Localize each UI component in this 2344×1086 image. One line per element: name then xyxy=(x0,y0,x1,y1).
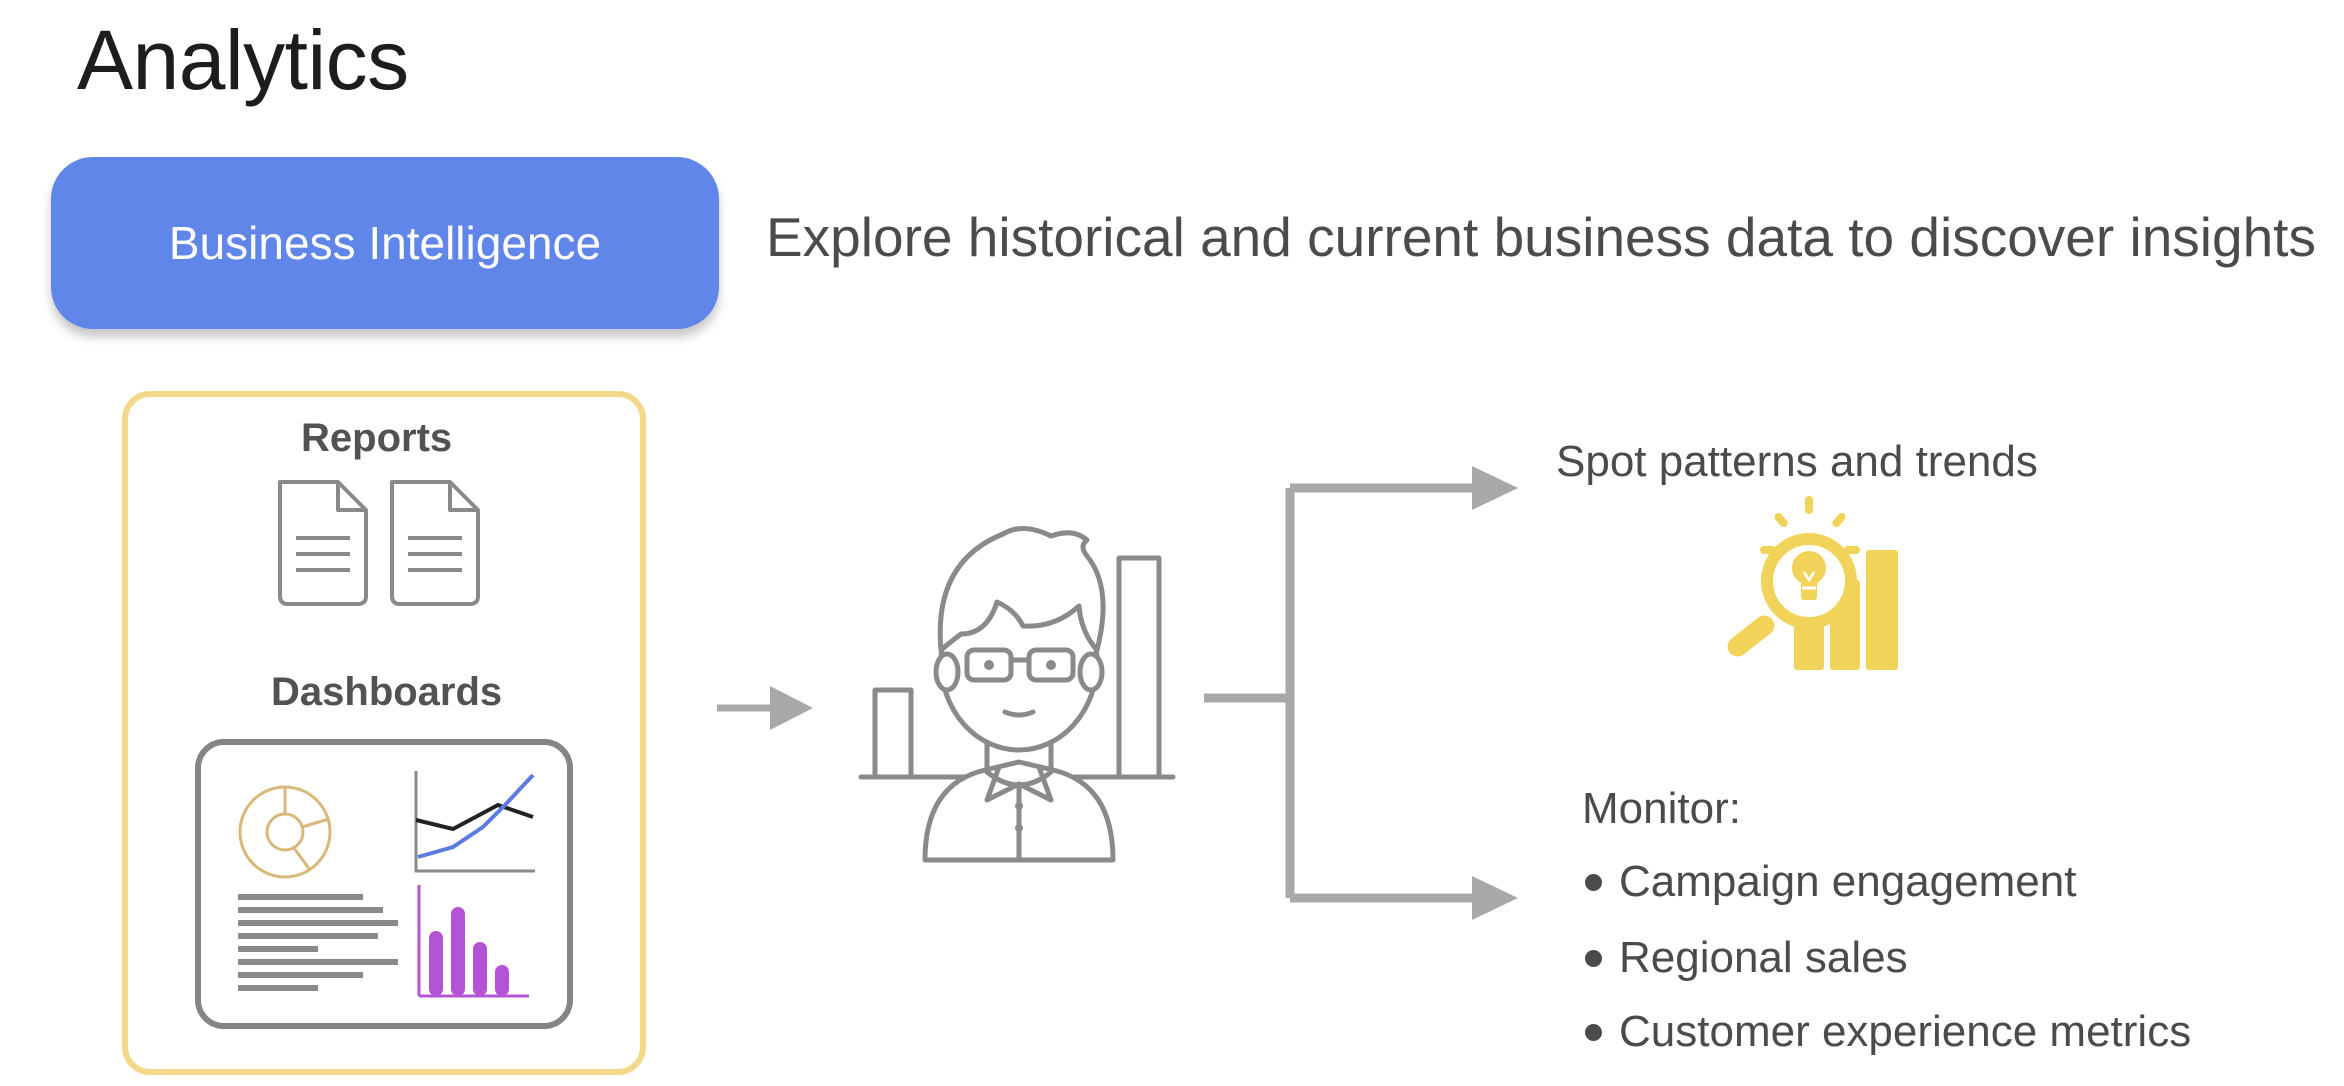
output-arrows xyxy=(1204,466,1518,920)
lightbulb-insight-icon xyxy=(1727,496,1898,670)
business-intelligence-pill: Business Intelligence xyxy=(51,157,719,329)
bullet-icon xyxy=(1585,1023,1602,1041)
page-title: Analytics xyxy=(77,13,409,107)
text-lines-icon xyxy=(238,894,398,991)
line-chart-icon xyxy=(414,771,535,873)
arrow-head-upper xyxy=(1472,466,1518,510)
bi-description: Explore historical and current business … xyxy=(766,206,2316,268)
arrow-head-lower xyxy=(1472,876,1518,920)
bar-chart-icon xyxy=(417,885,529,998)
bullet-icon xyxy=(1585,873,1602,891)
monitor-item-label: Customer experience metrics xyxy=(1619,1007,2192,1056)
list-item: Customer experience metrics xyxy=(1582,1010,2191,1054)
monitor-label: Monitor: xyxy=(1582,784,1741,833)
donut-chart-icon xyxy=(238,785,332,879)
dashboards-label: Dashboards xyxy=(271,670,503,714)
document-icon xyxy=(390,480,480,606)
input-arrow xyxy=(717,686,813,730)
monitor-item-label: Campaign engagement xyxy=(1619,857,2077,906)
reports-label: Reports xyxy=(301,416,453,460)
document-icon xyxy=(278,480,368,606)
analyst-person-icon xyxy=(858,526,1176,863)
bullet-icon xyxy=(1585,949,1602,967)
business-intelligence-label: Business Intelligence xyxy=(168,217,602,269)
list-item: Regional sales xyxy=(1582,936,1908,980)
list-item: Campaign engagement xyxy=(1582,860,2076,904)
monitor-item-label: Regional sales xyxy=(1619,933,1908,982)
dashboard-icon xyxy=(195,739,573,1029)
data-sources-card xyxy=(122,391,646,1075)
reports-icon-group xyxy=(278,480,480,606)
spot-patterns-label: Spot patterns and trends xyxy=(1556,437,2038,486)
